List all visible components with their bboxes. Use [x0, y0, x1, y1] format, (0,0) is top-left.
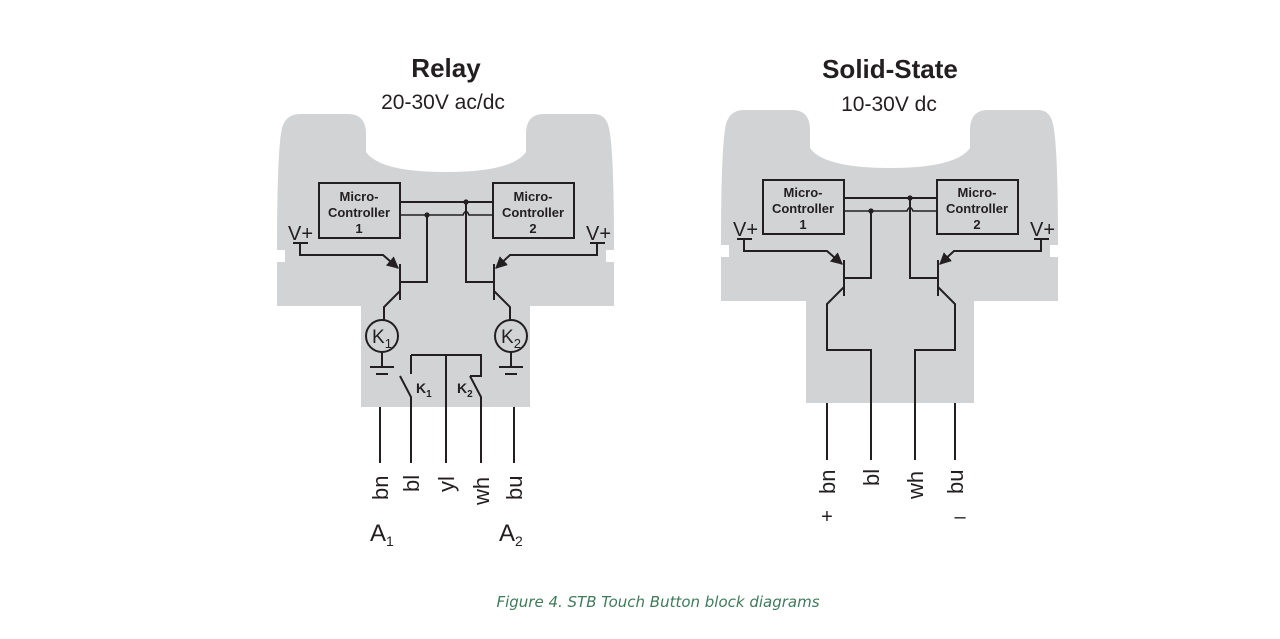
relay-mc2-line3: 2 [529, 221, 536, 236]
ss-lead-bu: bu [943, 470, 968, 494]
ss-vplus-left: V+ [733, 219, 758, 241]
ss-mc1-line1: Micro- [784, 185, 823, 200]
relay-switch-k1-label: K1 [416, 380, 432, 400]
relay-lead-bl: bl [399, 475, 424, 492]
relay-emitter-left [299, 243, 399, 269]
ss-minus-sign: – [954, 506, 966, 528]
relay-lead-bn: bn [368, 476, 393, 500]
relay-lead-bu: bu [502, 476, 527, 500]
solid-state-housing [721, 110, 1058, 403]
relay-bus-wires [400, 199, 494, 283]
ss-mc2-line2: Controller [946, 201, 1008, 216]
relay-title: Relay [411, 53, 481, 83]
relay-ground-left [370, 352, 394, 375]
relay-microcontroller-2-box [492, 182, 575, 239]
solid-state-voltage: 10-30V dc [841, 93, 937, 116]
relay-ground-right [499, 352, 523, 375]
ss-emitter-left [743, 239, 843, 265]
ss-mc1-line2: Controller [772, 201, 834, 216]
ss-mc1-line3: 1 [799, 217, 806, 232]
solid-state-title: Solid-State [822, 54, 958, 84]
ss-mc2-line3: 2 [973, 217, 980, 232]
relay-leads [379, 407, 515, 463]
relay-switch-k2-label: K2 [457, 380, 473, 400]
relay-vplus-right: V+ [586, 223, 611, 245]
relay-housing [277, 114, 614, 407]
relay-lead-wh: wh [469, 477, 494, 506]
relay-lead-yl: yl [434, 476, 459, 492]
ss-leads [826, 403, 956, 460]
ss-microcontroller-2-box [936, 179, 1019, 235]
relay-mc2-line1: Micro- [514, 189, 553, 204]
ss-microcontroller-1-box [762, 179, 845, 235]
relay-vplus-left: V+ [288, 223, 313, 245]
ss-output-2-wire [914, 286, 956, 460]
relay-terminal-a1: A1 [370, 520, 394, 549]
ss-lead-bl: bl [859, 469, 884, 486]
ss-vplus-right: V+ [1030, 219, 1055, 241]
relay-microcontroller-1-box [318, 182, 401, 239]
relay-diagram: Relay 20-30V ac/dc Micro- Controller 1 M… [277, 53, 614, 549]
relay-coil-k2-label: K2 [501, 327, 521, 351]
relay-mc1-line2: Controller [328, 205, 390, 220]
relay-coil-k1-label: K1 [372, 327, 392, 351]
ss-mc2-line1: Micro- [958, 185, 997, 200]
ss-output-1-wire [826, 286, 872, 460]
ss-bus-wires [844, 195, 938, 279]
relay-terminal-a2: A2 [499, 520, 523, 549]
relay-mc1-line3: 1 [355, 221, 362, 236]
relay-voltage: 20-30V ac/dc [381, 91, 505, 114]
ss-plus-sign: + [821, 506, 833, 528]
relay-emitter-right [495, 243, 598, 269]
ss-lead-bn: bn [815, 470, 840, 494]
solid-state-diagram: Solid-State 10-30V dc Micro- Controller … [721, 54, 1058, 528]
relay-mc2-line2: Controller [502, 205, 564, 220]
ss-lead-wh: wh [903, 471, 928, 500]
ss-emitter-right [939, 239, 1042, 265]
figure-caption: Figure 4. STB Touch Button block diagram… [496, 593, 820, 611]
relay-mc1-line1: Micro- [340, 189, 379, 204]
